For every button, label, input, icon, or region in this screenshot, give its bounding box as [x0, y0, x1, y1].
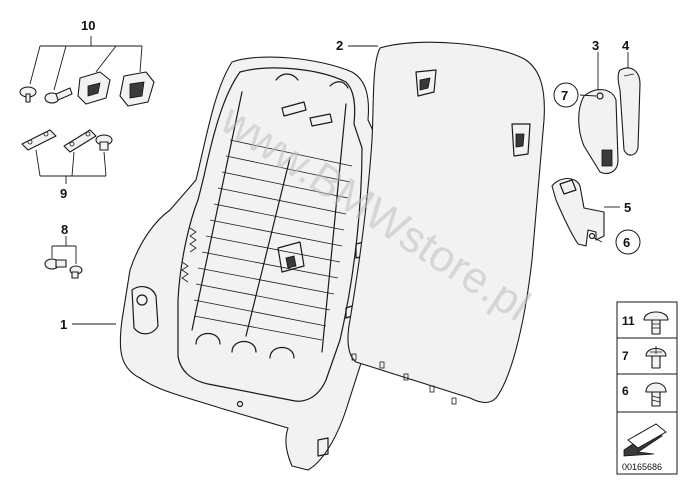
trim-cover-part-3 [578, 89, 619, 175]
legend-number-7: 7 [622, 349, 629, 363]
callout-5: 5 [624, 200, 631, 215]
callout-6-circle [615, 229, 641, 255]
fastener-legend: 11 7 6 [616, 301, 678, 475]
plate-nut-2 [63, 129, 97, 153]
spring-wires [181, 91, 353, 353]
callout-4: 4 [622, 38, 630, 53]
clip-nut-dark [119, 71, 155, 107]
bracket-part-5 [551, 177, 605, 247]
back-panel [347, 41, 545, 405]
screw-round-head-icon [645, 382, 667, 407]
callout-7: 7 [561, 88, 568, 103]
rivet-round-head-icon [645, 346, 667, 369]
plate-nut [21, 129, 57, 151]
callout-2: 2 [336, 38, 343, 53]
screw [44, 87, 73, 104]
bolt-8a [44, 258, 67, 270]
trim-strip-part-4 [617, 67, 641, 156]
callout-7-circle [553, 82, 579, 108]
callout-labels: 10 9 8 1 2 3 4 7 5 6 [60, 18, 641, 332]
clip-nut [77, 71, 111, 105]
fasteners-group-10 [19, 71, 155, 107]
legend-number-6: 6 [622, 384, 629, 398]
legend-number-11: 11 [622, 314, 635, 328]
diagram-code: 00165686 [622, 462, 662, 472]
fasteners-group-9 [21, 129, 113, 153]
back-panel-pins [351, 353, 457, 405]
callout-10: 10 [81, 18, 95, 33]
backrest-frame [119, 56, 384, 471]
callout-9: 9 [60, 186, 67, 201]
bolt [95, 134, 113, 151]
callout-1: 1 [60, 317, 67, 332]
arrow-marker-icon [623, 423, 667, 457]
leader-lines [29, 36, 629, 325]
callout-6: 6 [623, 235, 630, 250]
push-rivet [19, 86, 37, 103]
callout-3: 3 [592, 38, 599, 53]
push-rivet-icon [643, 311, 669, 335]
fasteners-group-8 [44, 258, 83, 279]
callout-8: 8 [61, 222, 68, 237]
bolt-8b [69, 265, 83, 279]
